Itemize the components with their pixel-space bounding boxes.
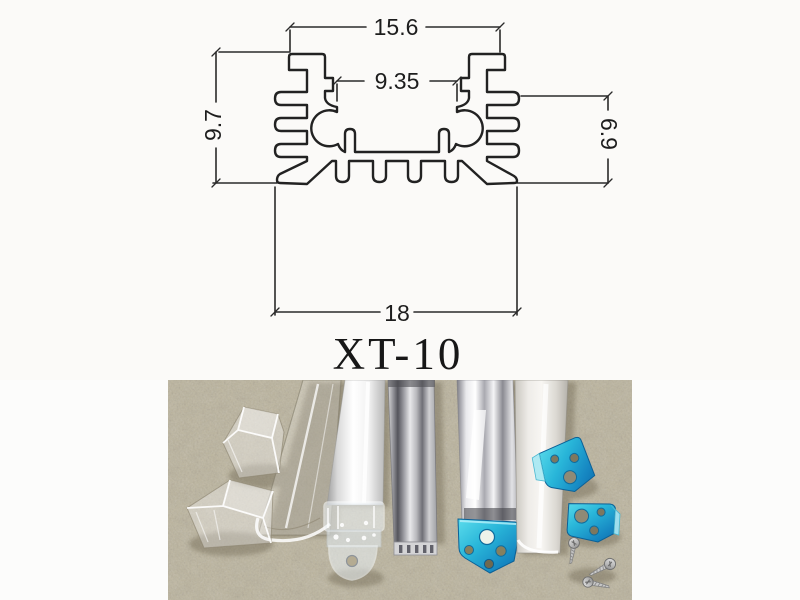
dimension-lines bbox=[211, 22, 613, 317]
screw-1 bbox=[568, 537, 580, 565]
mounting-clip-on-strip bbox=[457, 518, 521, 574]
product-photo bbox=[168, 380, 632, 600]
screw-3 bbox=[582, 576, 610, 589]
clear-end-cap-large bbox=[186, 479, 274, 549]
screw-2 bbox=[588, 557, 617, 576]
model-label: XT-10 bbox=[333, 329, 464, 379]
blue-mounting-clip-lower bbox=[566, 503, 621, 543]
drawing-paper bbox=[0, 0, 800, 380]
aluminum-heatsink-profile bbox=[387, 380, 438, 556]
clear-cover-strip bbox=[456, 380, 519, 526]
blue-mounting-clip-upper bbox=[531, 436, 596, 492]
profile-cross-section-outline bbox=[273, 52, 521, 186]
dim-label-inner-width: 9.35 bbox=[375, 68, 420, 94]
dim-label-left-height: 9.7 bbox=[200, 109, 226, 141]
clear-end-cap-small bbox=[222, 406, 285, 479]
technical-drawing: 15.6 9.35 9.7 6.9 18 XT-10 bbox=[0, 0, 800, 380]
dim-label-bottom-width: 18 bbox=[384, 300, 410, 326]
dim-label-top-width: 15.6 bbox=[374, 14, 419, 40]
tube-end-cap bbox=[323, 501, 385, 581]
dim-label-right-height: 6.9 bbox=[596, 118, 622, 150]
